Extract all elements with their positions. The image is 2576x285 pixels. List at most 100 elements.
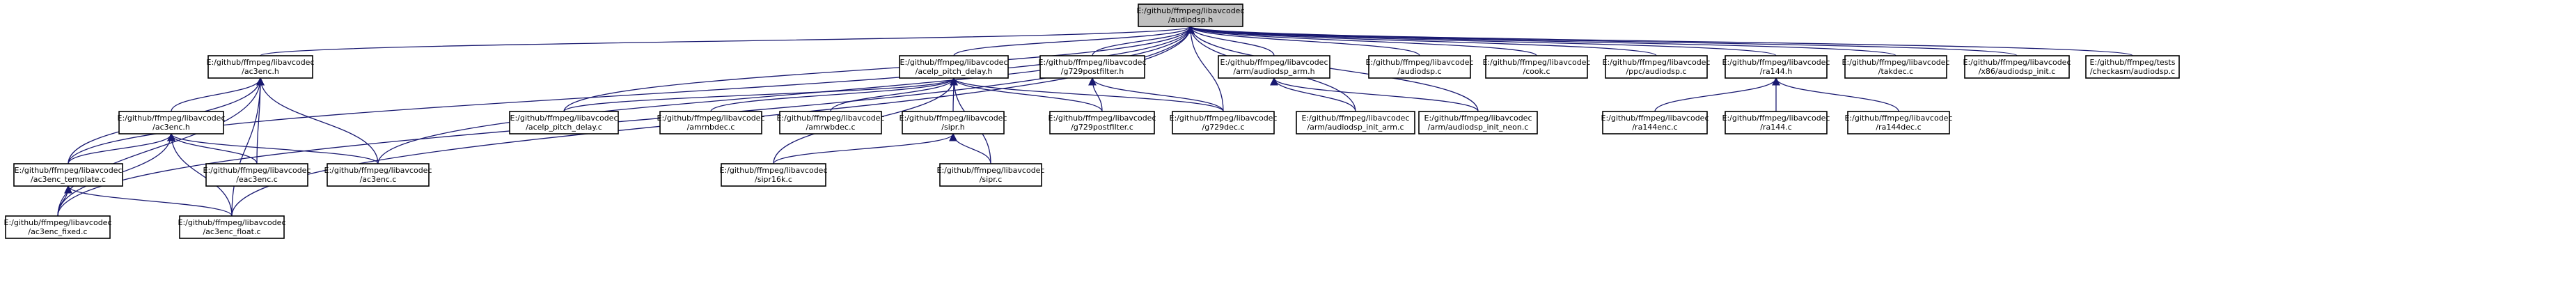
edge-ac3enc_c-to-ac3_h bbox=[167, 132, 379, 164]
node-x86_audiodsp_init_c[interactable]: E:/github/ffmpeg/libavcodec/x86/audiodsp… bbox=[1963, 55, 2071, 79]
node-box-ra144_h[interactable] bbox=[1725, 55, 1828, 79]
node-ac3_h[interactable]: E:/github/ffmpeg/libavcodec/ac3enc.h bbox=[118, 111, 226, 134]
node-ac3enc_h[interactable]: E:/github/ffmpeg/libavcodec/ac3enc.h bbox=[207, 55, 315, 79]
node-box-audiodsp_arm_h[interactable] bbox=[1218, 55, 1330, 79]
node-ra144dec_c[interactable]: E:/github/ffmpeg/libavcodec/ra144dec.c bbox=[1845, 111, 1953, 134]
node-ac3enc_template_c[interactable]: E:/github/ffmpeg/libavcodec/ac3enc_templ… bbox=[13, 163, 123, 187]
node-label-audiodsp_arm_h-line-0: E:/github/ffmpeg/libavcodec bbox=[1220, 58, 1328, 67]
node-label-sipr_c-line-0: E:/github/ffmpeg/libavcodec bbox=[937, 166, 1045, 175]
edge-audiodsp_init_neon_c-to-audiodsp_h bbox=[1186, 25, 1479, 112]
node-ppc_audiodsp_c[interactable]: E:/github/ffmpeg/libavcodec/ppc/audiodsp… bbox=[1603, 55, 1711, 79]
node-label-audiodsp_init_neon_c-line-0: E:/github/ffmpeg/libavcodec bbox=[1424, 114, 1532, 123]
node-sipr_c[interactable]: E:/github/ffmpeg/libavcodec/sipr.c bbox=[937, 163, 1045, 187]
node-amrwbdec_c[interactable]: E:/github/ffmpeg/libavcodec/amrwbdec.c bbox=[777, 111, 885, 134]
node-box-amrnbdec_c[interactable] bbox=[659, 111, 762, 134]
node-box-audiodsp_init_neon_c[interactable] bbox=[1418, 111, 1538, 134]
node-label-acelp_pitch_delay_c-line-1: /acelp_pitch_delay.c bbox=[526, 123, 602, 132]
node-box-sipr16k_c[interactable] bbox=[721, 163, 826, 187]
node-sipr16k_c[interactable]: E:/github/ffmpeg/libavcodec/sipr16k.c bbox=[720, 163, 828, 187]
node-box-amrwbdec_c[interactable] bbox=[779, 111, 882, 134]
node-box-audiodsp_h[interactable] bbox=[1138, 3, 1243, 27]
node-ac3enc_c[interactable]: E:/github/ffmpeg/libavcodec/ac3enc.c bbox=[324, 163, 432, 187]
node-label-takdec_c-line-1: /takdec.c bbox=[1878, 67, 1913, 76]
node-box-ac3_h[interactable] bbox=[118, 111, 224, 134]
node-audiodsp_arm_h[interactable]: E:/github/ffmpeg/libavcodec/arm/audiodsp… bbox=[1218, 55, 1330, 79]
node-label-ac3enc_float_c-line-1: /ac3enc_float.c bbox=[203, 227, 260, 236]
node-label-ac3enc_template_c-line-0: E:/github/ffmpeg/libavcodec bbox=[15, 166, 123, 175]
node-box-g729postfilter_c[interactable] bbox=[1049, 111, 1155, 134]
node-label-acelp_pitch_delay_h-line-0: E:/github/ffmpeg/libavcodec bbox=[900, 58, 1008, 67]
node-label-g729postfilter_c-line-0: E:/github/ffmpeg/libavcodec bbox=[1049, 114, 1156, 123]
node-box-takdec_c[interactable] bbox=[1844, 55, 1947, 79]
node-sipr_h[interactable]: E:/github/ffmpeg/libavcodec/sipr.h bbox=[900, 111, 1007, 134]
node-box-audiodsp_init_arm_c[interactable] bbox=[1296, 111, 1415, 134]
node-box-ac3enc_float_c[interactable] bbox=[179, 215, 285, 239]
node-label-g729postfilter_c-line-1: /g729postfilter.c bbox=[1071, 123, 1133, 132]
node-g729postfilter_c[interactable]: E:/github/ffmpeg/libavcodec/g729postfilt… bbox=[1049, 111, 1156, 134]
node-label-ac3enc_float_c-line-0: E:/github/ffmpeg/libavcodec bbox=[178, 218, 286, 227]
node-box-ac3enc_h[interactable] bbox=[207, 55, 313, 79]
node-cook_c[interactable]: E:/github/ffmpeg/libavcodec/cook.c bbox=[1483, 55, 1591, 79]
node-label-amrwbdec_c-line-0: E:/github/ffmpeg/libavcodec bbox=[777, 114, 885, 123]
node-ra144enc_c[interactable]: E:/github/ffmpeg/libavcodec/ra144enc.c bbox=[1601, 111, 1709, 134]
node-box-eac3enc_c[interactable] bbox=[205, 163, 308, 187]
edge-ac3enc_c-to-audiodsp_h bbox=[377, 25, 1195, 164]
node-label-acelp_pitch_delay_c-line-0: E:/github/ffmpeg/libavcodec bbox=[510, 114, 618, 123]
edge-g729dec_c-to-acelp_pitch_delay_h bbox=[950, 77, 1224, 112]
node-ac3enc_fixed_c[interactable]: E:/github/ffmpeg/libavcodec/ac3enc_fixed… bbox=[4, 215, 112, 239]
node-label-ac3enc_c-line-0: E:/github/ffmpeg/libavcodec bbox=[324, 166, 432, 175]
node-box-sipr_c[interactable] bbox=[939, 163, 1042, 187]
node-checkasm_audiodsp_c[interactable]: E:/github/ffmpeg/tests/checkasm/audiodsp… bbox=[2085, 55, 2180, 79]
node-g729dec_c[interactable]: E:/github/ffmpeg/libavcodec/g729dec.c bbox=[1170, 111, 1278, 134]
node-label-ac3_h-line-0: E:/github/ffmpeg/libavcodec bbox=[118, 114, 226, 123]
node-label-sipr_h-line-0: E:/github/ffmpeg/libavcodec bbox=[900, 114, 1007, 123]
edge-acelp_pitch_delay_c-to-audiodsp_h bbox=[563, 25, 1195, 112]
node-box-cook_c[interactable] bbox=[1485, 55, 1588, 79]
node-audiodsp_init_arm_c[interactable]: E:/github/ffmpeg/libavcodec/arm/audiodsp… bbox=[1296, 111, 1415, 134]
node-label-ra144dec_c-line-0: E:/github/ffmpeg/libavcodec bbox=[1845, 114, 1953, 123]
node-box-g729postfilter_h[interactable] bbox=[1039, 55, 1145, 79]
node-box-ra144_c[interactable] bbox=[1725, 111, 1828, 134]
node-audiodsp_h[interactable]: E:/github/ffmpeg/libavcodec/audiodsp.h bbox=[1137, 3, 1245, 27]
node-ac3enc_float_c[interactable]: E:/github/ffmpeg/libavcodec/ac3enc_float… bbox=[178, 215, 286, 239]
node-label-acelp_pitch_delay_h-line-1: /acelp_pitch_delay.h bbox=[916, 67, 993, 76]
edge-ra144_h-to-audiodsp_h bbox=[1186, 25, 1777, 56]
node-audiodsp_init_neon_c[interactable]: E:/github/ffmpeg/libavcodec/arm/audiodsp… bbox=[1418, 111, 1538, 134]
node-box-g729dec_c[interactable] bbox=[1172, 111, 1275, 134]
node-label-audiodsp_init_arm_c-line-0: E:/github/ffmpeg/libavcodec bbox=[1302, 114, 1410, 123]
node-box-ppc_audiodsp_c[interactable] bbox=[1605, 55, 1708, 79]
node-label-ra144_c-line-0: E:/github/ffmpeg/libavcodec bbox=[1722, 114, 1830, 123]
node-label-sipr16k_c-line-1: /sipr16k.c bbox=[755, 175, 792, 184]
node-ra144_c[interactable]: E:/github/ffmpeg/libavcodec/ra144.c bbox=[1722, 111, 1830, 134]
node-acelp_pitch_delay_c[interactable]: E:/github/ffmpeg/libavcodec/acelp_pitch_… bbox=[509, 111, 619, 134]
node-acelp_pitch_delay_h[interactable]: E:/github/ffmpeg/libavcodec/acelp_pitch_… bbox=[899, 55, 1009, 79]
edge-ac3enc_h-to-audiodsp_h bbox=[260, 25, 1195, 56]
node-box-audiodsp_c[interactable] bbox=[1368, 55, 1471, 79]
node-g729postfilter_h[interactable]: E:/github/ffmpeg/libavcodec/g729postfilt… bbox=[1039, 55, 1147, 79]
node-label-cook_c-line-1: /cook.c bbox=[1523, 67, 1550, 76]
node-audiodsp_c[interactable]: E:/github/ffmpeg/libavcodec/audiodsp.c bbox=[1366, 55, 1474, 79]
node-box-ra144dec_c[interactable] bbox=[1847, 111, 1950, 134]
node-box-acelp_pitch_delay_c[interactable] bbox=[509, 111, 619, 134]
node-amrnbdec_c[interactable]: E:/github/ffmpeg/libavcodec/amrnbdec.c bbox=[657, 111, 765, 134]
edge-checkasm_audiodsp_c-to-audiodsp_h bbox=[1186, 25, 2133, 56]
edge-ac3enc_fixed_c-to-ac3enc_template_c bbox=[57, 185, 72, 217]
node-box-ac3enc_fixed_c[interactable] bbox=[5, 215, 111, 239]
node-box-ac3enc_c[interactable] bbox=[327, 163, 430, 187]
node-box-ra144enc_c[interactable] bbox=[1602, 111, 1708, 134]
node-label-ac3enc_fixed_c-line-0: E:/github/ffmpeg/libavcodec bbox=[4, 218, 112, 227]
node-ra144_h[interactable]: E:/github/ffmpeg/libavcodec/ra144.h bbox=[1722, 55, 1830, 79]
node-takdec_c[interactable]: E:/github/ffmpeg/libavcodec/takdec.c bbox=[1842, 55, 1950, 79]
node-label-ra144_c-line-1: /ra144.c bbox=[1760, 123, 1792, 132]
node-box-checkasm_audiodsp_c[interactable] bbox=[2085, 55, 2180, 79]
node-box-x86_audiodsp_init_c[interactable] bbox=[1964, 55, 2070, 79]
edge-cook_c-to-audiodsp_h bbox=[1186, 25, 1537, 56]
node-box-sipr_h[interactable] bbox=[902, 111, 1005, 134]
edge-g729dec_c-to-audiodsp_h bbox=[1186, 25, 1224, 112]
edge-ra144enc_c-to-ra144_h bbox=[1654, 77, 1780, 112]
node-box-ac3enc_template_c[interactable] bbox=[13, 163, 123, 187]
node-eac3enc_c[interactable]: E:/github/ffmpeg/libavcodec/eac3enc.c bbox=[203, 163, 311, 187]
edge-ac3enc_fixed_c-to-audiodsp_h bbox=[57, 25, 1195, 217]
node-box-acelp_pitch_delay_h[interactable] bbox=[899, 55, 1009, 79]
edge-audiodsp_c-to-audiodsp_h bbox=[1186, 25, 1420, 56]
